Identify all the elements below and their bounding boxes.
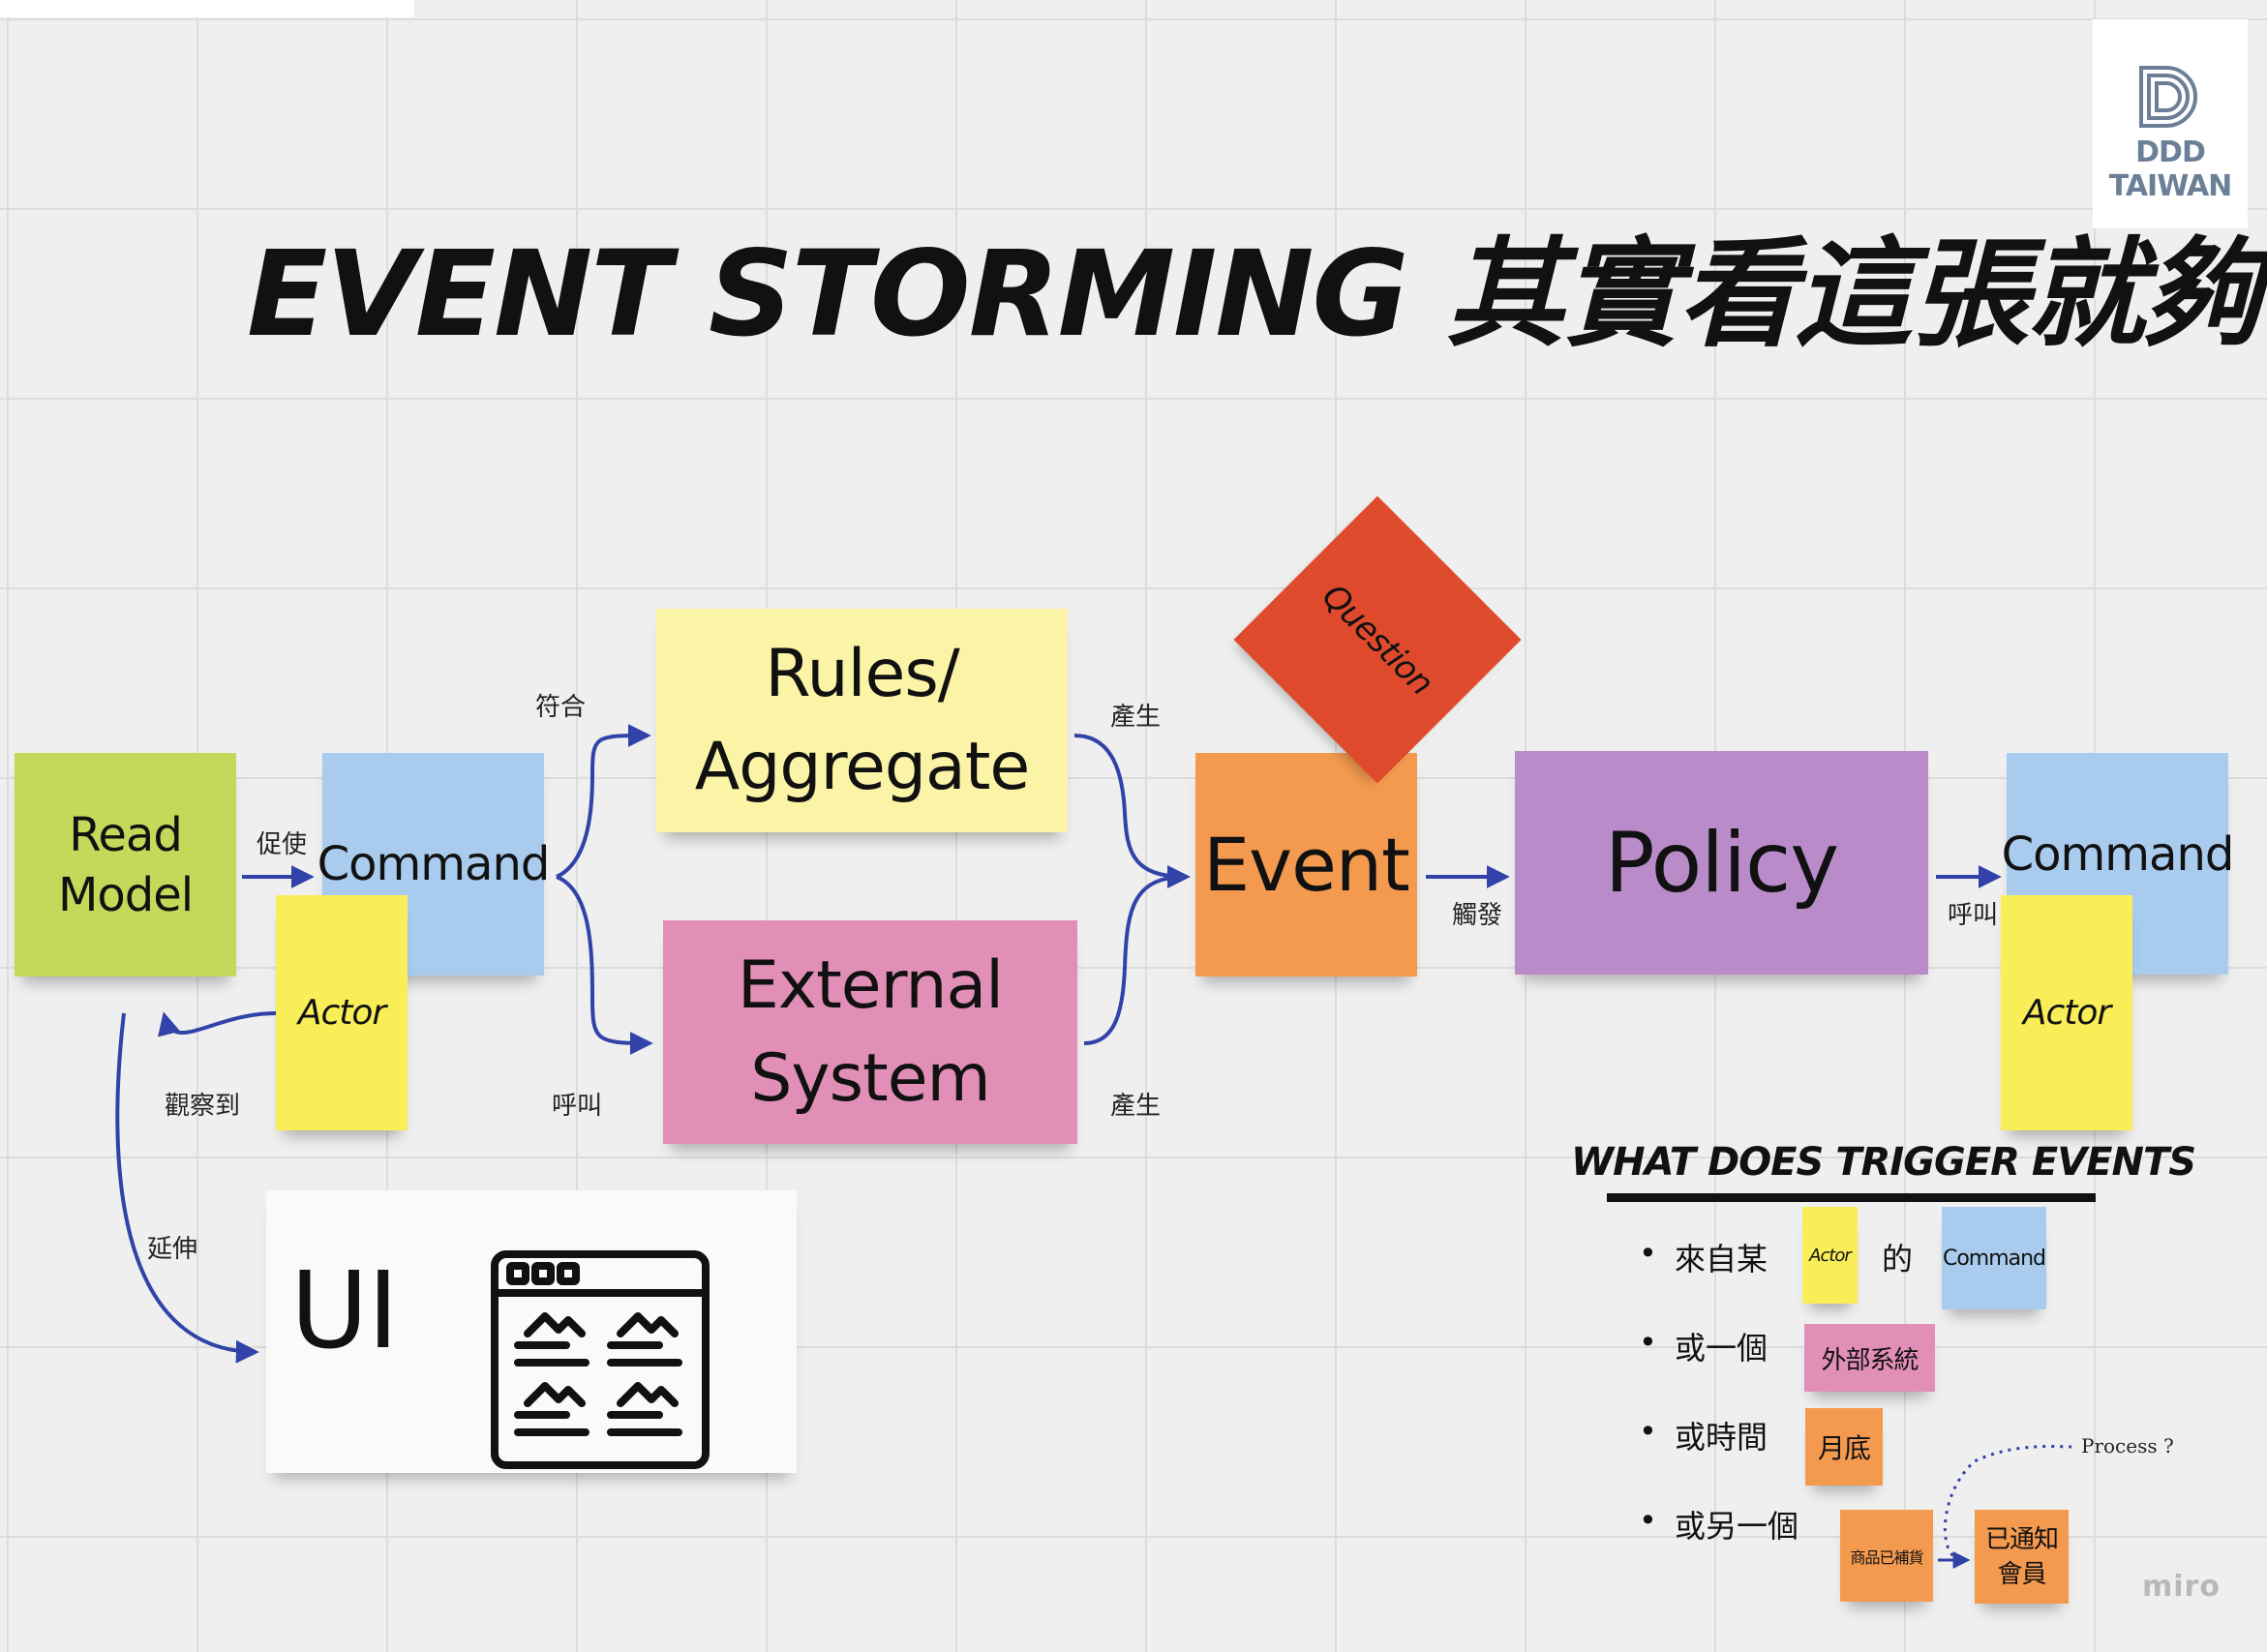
top-left-panel — [0, 0, 414, 17]
legend-item-1-mid: 的 — [1882, 1241, 1914, 1277]
legend-item-4-text: 或另一個 — [1675, 1508, 1799, 1545]
command-note-left: Command — [317, 753, 550, 976]
edge-label-calls-command: 呼叫 — [1948, 901, 1999, 930]
miro-watermark: miro — [2142, 1570, 2221, 1604]
legend-bullet: • — [1639, 1235, 1657, 1272]
legend-time-note: 月底 — [1805, 1408, 1883, 1486]
legend-bullet: • — [1639, 1502, 1657, 1539]
browser-window-icon — [491, 1250, 710, 1469]
legend-bullet: • — [1639, 1413, 1657, 1450]
legend-bullet: • — [1639, 1324, 1657, 1361]
edge-label-extends: 延伸 — [147, 1235, 198, 1264]
logo — [2093, 19, 2248, 228]
ui-label: UI — [290, 1248, 399, 1372]
legend-result-note: 已通知 會員 — [1975, 1510, 2069, 1604]
legend-item-2-text: 或一個 — [1675, 1330, 1768, 1367]
legend-process-label: Process ? — [2081, 1434, 2174, 1457]
actor-note-right: Actor — [2001, 895, 2132, 1130]
arrow-actor-readmodel — [158, 1011, 277, 1037]
edge-label-calls-external: 呼叫 — [552, 1092, 603, 1121]
external-system-note: External System — [663, 920, 1077, 1144]
actor-note-left: Actor — [276, 895, 408, 1130]
edge-label-produces-top: 產生 — [1110, 703, 1162, 732]
ddd-logo-icon — [2139, 66, 2197, 128]
arrow-process — [1943, 1444, 2072, 1562]
page-title: EVENT STORMING 其實看這張就夠了 — [247, 225, 2267, 363]
edge-label-prompts: 促使 — [257, 830, 308, 859]
legend-underline — [1607, 1193, 2096, 1202]
edge-label-observes: 觀察到 — [165, 1092, 241, 1121]
edge-label-triggers: 觸發 — [1452, 901, 1503, 930]
arrow-command-external — [556, 875, 653, 1055]
logo-text: DDD TAIWAN — [2108, 135, 2233, 203]
legend-item-1-text: 來自某 — [1675, 1241, 1768, 1277]
read-model-note: Read Model — [15, 753, 236, 976]
legend-actor-note: Actor — [1802, 1207, 1858, 1304]
legend-event-note: 商品已補貨 — [1840, 1510, 1933, 1602]
legend-item-3-text: 或時間 — [1675, 1419, 1768, 1456]
arrow-rules-event — [1073, 734, 1191, 888]
legend-title: WHAT DOES TRIGGER EVENTS — [1571, 1140, 2196, 1185]
policy-note: Policy — [1515, 751, 1928, 975]
edge-label-matches: 符合 — [535, 693, 587, 722]
legend-command-note: Command — [1942, 1207, 2046, 1309]
arrow-readmodel-ui — [115, 1012, 259, 1364]
rules-aggregate-note: Rules/ Aggregate — [656, 609, 1068, 832]
arrow-command-rules — [556, 724, 651, 879]
edge-label-produces-bottom: 產生 — [1110, 1092, 1162, 1121]
event-note: Event — [1195, 753, 1417, 976]
arrow-external-event — [1083, 865, 1191, 1045]
legend-external-note: 外部系統 — [1804, 1324, 1935, 1392]
